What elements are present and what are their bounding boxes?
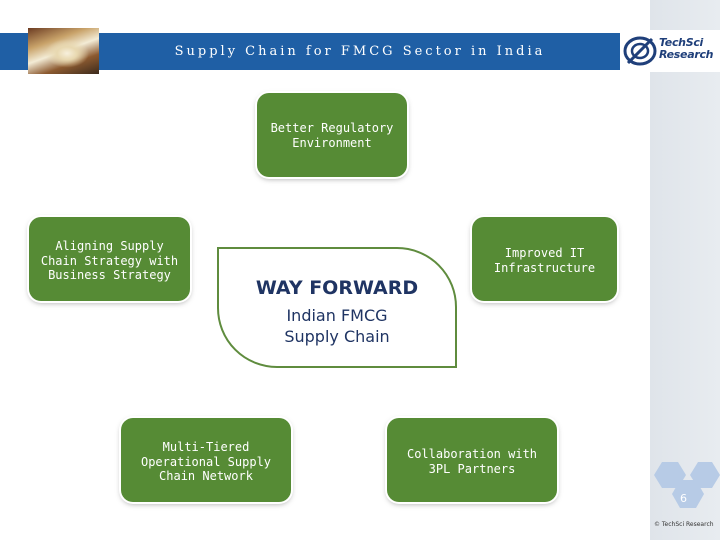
header-photo xyxy=(28,28,99,74)
center-subtitle: Indian FMCG Supply Chain xyxy=(219,305,455,347)
node-line: Improved IT xyxy=(504,246,585,260)
logo xyxy=(620,30,720,72)
logo-line-1: TechSci xyxy=(659,36,704,49)
node-improved-it: Improved IT Infrastructure xyxy=(472,217,617,301)
center-subtitle-line: Indian FMCG xyxy=(286,306,388,325)
node-line: Collaboration with xyxy=(406,447,538,461)
header-bar xyxy=(0,33,720,70)
logo-line-2: Research xyxy=(659,48,714,61)
node-line: Multi-Tiered xyxy=(162,440,250,454)
hexagon-shape xyxy=(672,480,704,508)
slide-title: Supply Chain for FMCG Sector in India xyxy=(174,44,546,59)
node-line: Business Strategy xyxy=(48,268,171,282)
center-way-forward: WAY FORWARD Indian FMCG Supply Chain xyxy=(217,247,457,368)
node-multi-tiered: Multi-Tiered Operational Supply Chain Ne… xyxy=(121,418,291,502)
node-line: Chain Strategy with xyxy=(40,253,179,268)
center-title: WAY FORWARD xyxy=(255,277,419,299)
node-line: Operational Supply xyxy=(140,454,272,469)
hexagon-shape xyxy=(690,462,720,488)
node-line: Infrastructure xyxy=(493,260,596,275)
node-better-regulatory: Better Regulatory Environment xyxy=(257,93,407,177)
node-line: Aligning Supply xyxy=(55,239,164,253)
hexagon-decoration xyxy=(654,462,720,508)
node-line: 3PL Partners xyxy=(428,461,516,476)
copyright: © TechSci Research xyxy=(654,521,714,528)
logo-text: TechSci Research xyxy=(659,37,720,61)
logo-emblem-icon xyxy=(623,36,657,66)
node-line: Better Regulatory xyxy=(270,121,394,135)
node-collaboration-3pl: Collaboration with 3PL Partners xyxy=(387,418,557,502)
hexagon-shape xyxy=(654,462,686,488)
node-line: Chain Network xyxy=(159,469,253,483)
side-strip xyxy=(650,0,720,540)
node-aligning-supply-chain: Aligning Supply Chain Strategy with Busi… xyxy=(29,217,190,301)
node-line: Environment xyxy=(292,135,372,150)
center-subtitle-line: Supply Chain xyxy=(284,327,390,346)
page-number: 6 xyxy=(680,492,687,505)
